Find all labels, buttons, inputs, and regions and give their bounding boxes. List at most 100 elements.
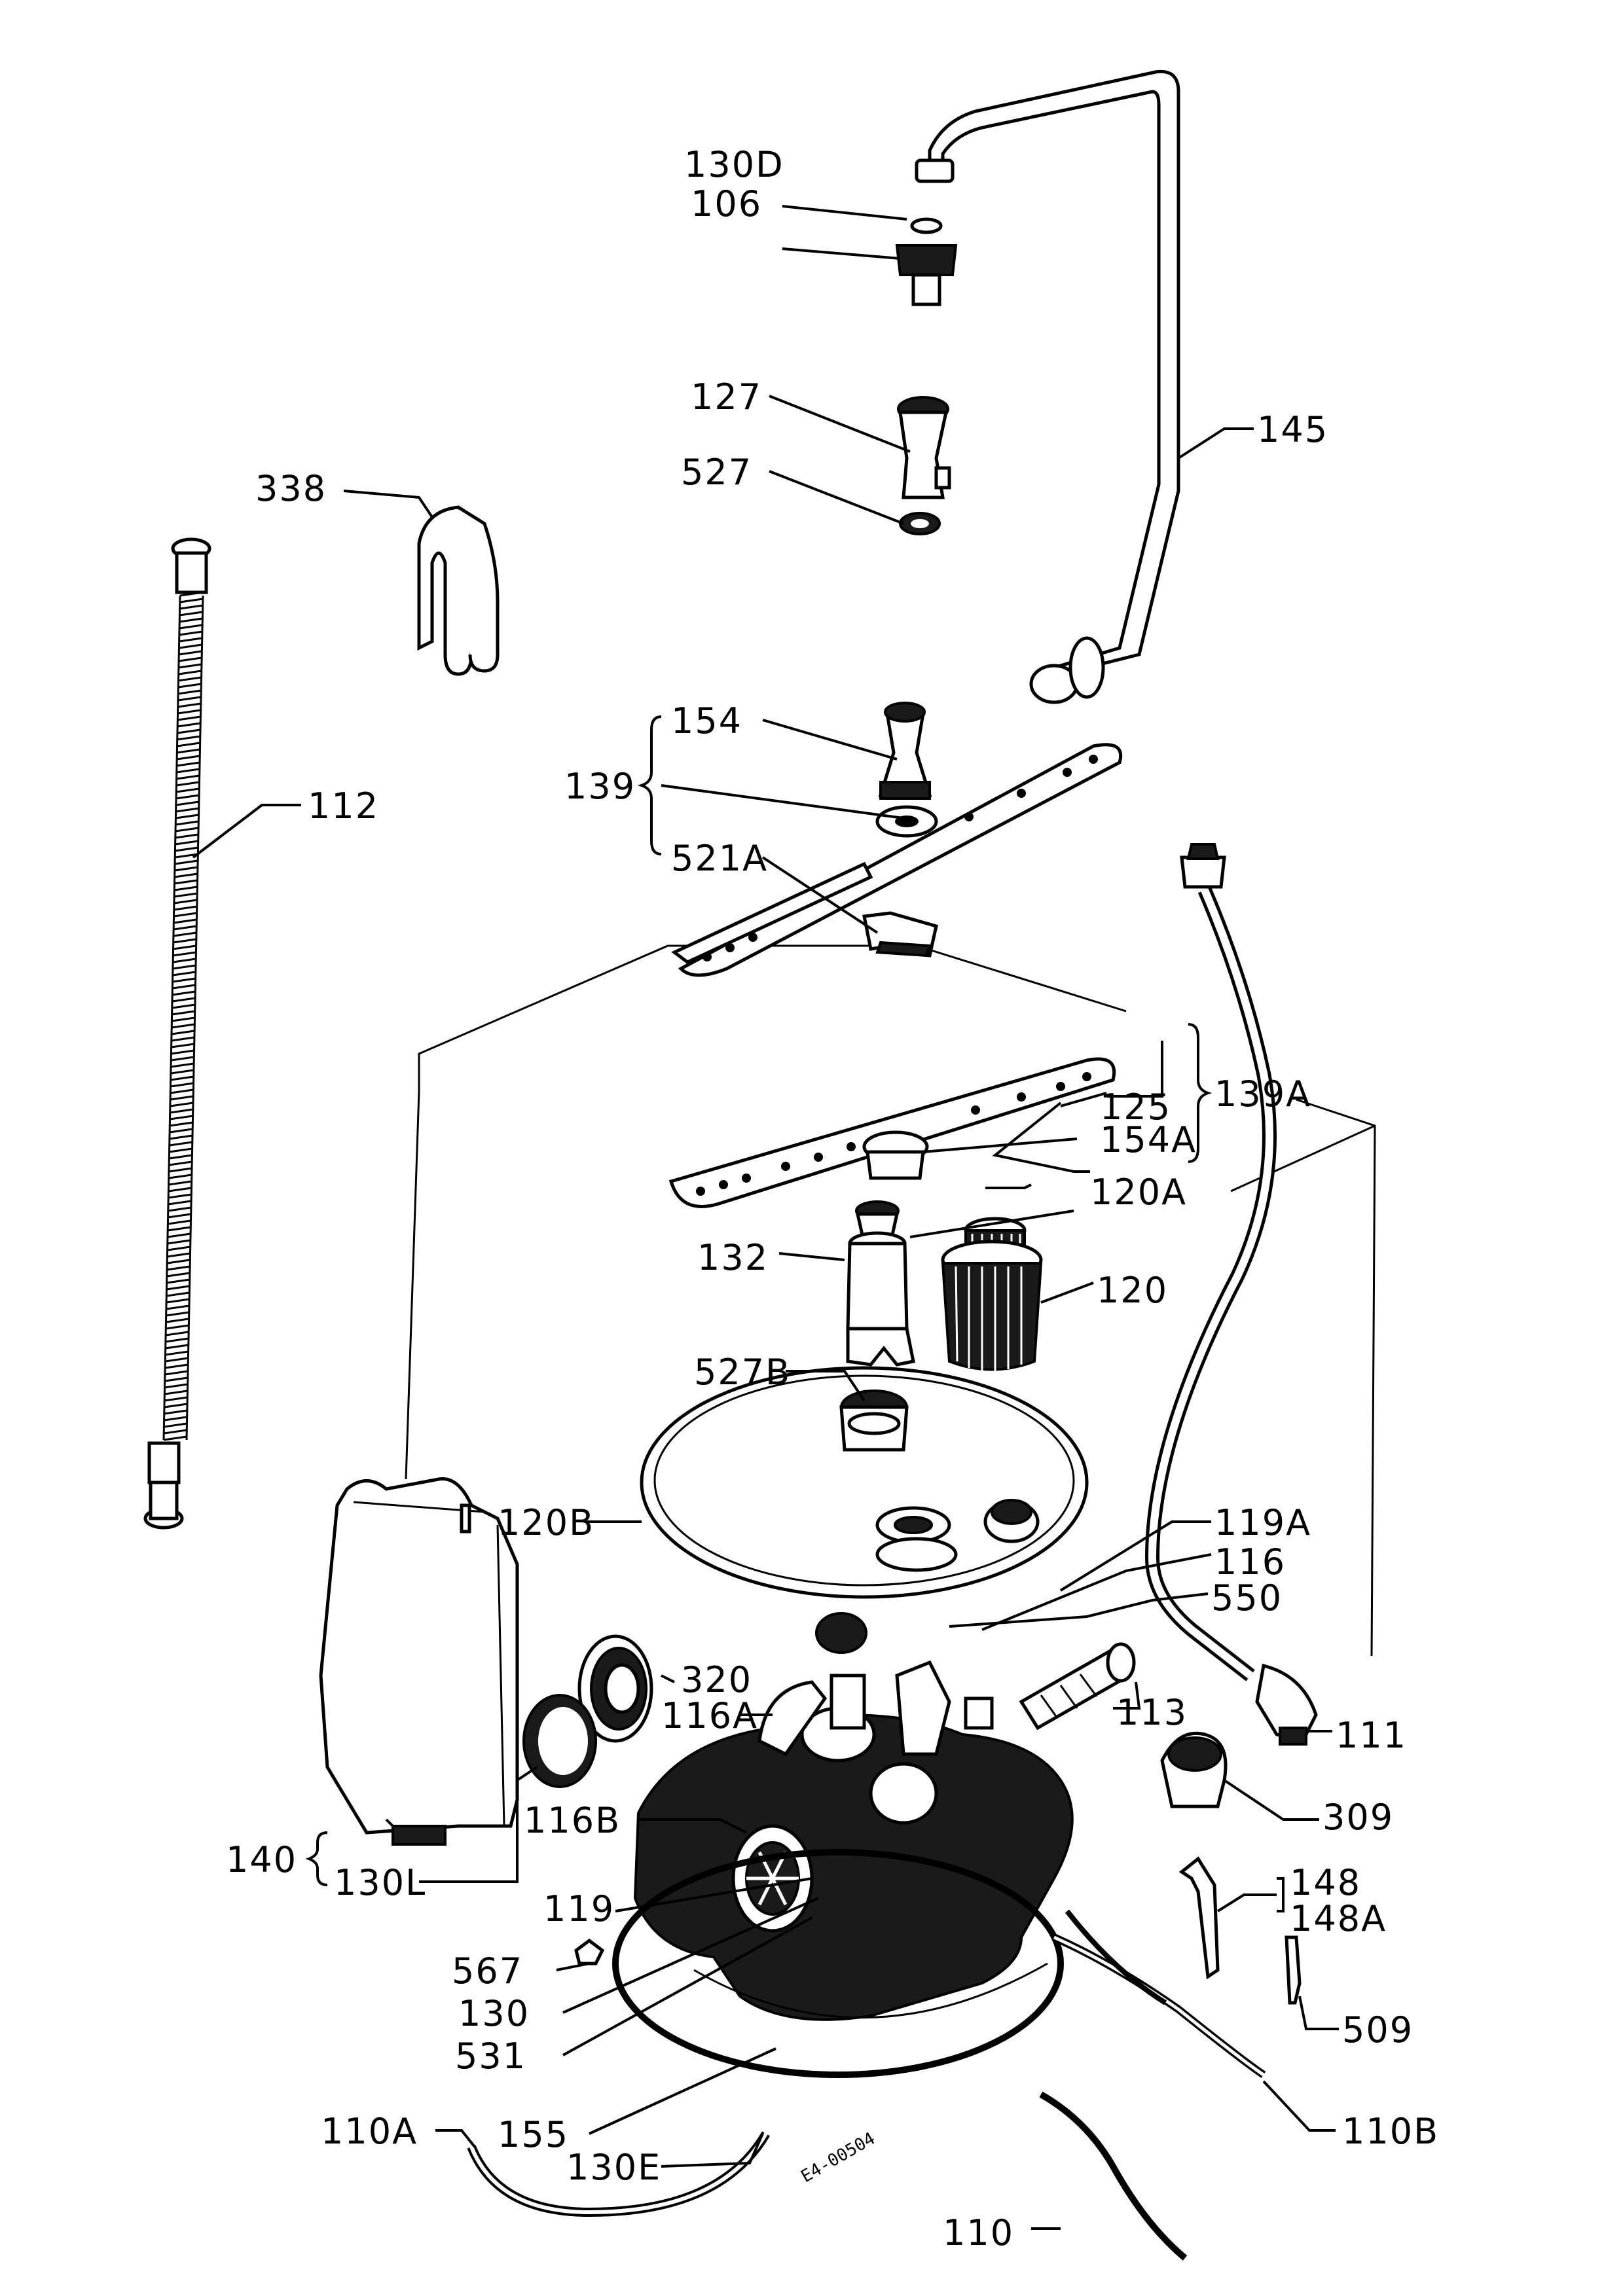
callout-110: 110 [943, 2212, 1014, 2253]
callout-140: 140 [226, 1839, 297, 1880]
callout-116B: 116B [524, 1800, 621, 1841]
hose-coil-stripe [177, 696, 202, 702]
callout-132: 132 [697, 1237, 769, 1278]
hose-coil-stripe [179, 650, 202, 656]
disc-320 [577, 1634, 653, 1743]
hose-coil-stripe [179, 624, 203, 630]
hose-coil-stripe [173, 892, 198, 898]
hose-coil-stripe [168, 1160, 192, 1166]
filter-120 [941, 1240, 1043, 1371]
callout-113: 113 [1116, 1692, 1188, 1733]
hose-coil-stripe [176, 781, 200, 787]
hose-coil-stripe [168, 1213, 191, 1219]
callout-116: 116 [1214, 1541, 1286, 1583]
hose-coil-stripe [168, 1200, 192, 1206]
callout-110B: 110B [1342, 2111, 1439, 2152]
hose-coil-stripe [165, 1350, 189, 1356]
hose-coil-stripe [175, 833, 199, 839]
hose-coil-stripe [167, 1239, 191, 1245]
hose-coil-stripe [178, 670, 202, 675]
callout-139: 139 [564, 766, 636, 807]
callout-130: 130 [458, 1993, 530, 2034]
hose-coil-stripe [166, 1265, 191, 1271]
hose-coil-stripe [174, 879, 198, 885]
hose-110 [1039, 2091, 1188, 2261]
part-567 [574, 1938, 605, 1965]
hose-coil-stripe [167, 1252, 191, 1258]
hose-coil-stripe [164, 1422, 187, 1428]
hose-coil-stripe [167, 1259, 191, 1265]
hose-coil-stripe [166, 1311, 189, 1317]
hose-coil-stripe [177, 742, 200, 747]
hose-coil-stripe [166, 1285, 190, 1291]
callout-127: 127 [691, 376, 762, 418]
group-braces [305, 715, 1285, 1912]
callout-527B: 527B [694, 1352, 791, 1393]
hose-coil-stripe [170, 1102, 194, 1107]
hose-coil-stripe [166, 1304, 190, 1310]
pump-assembly [633, 1612, 1074, 2021]
hose-coil-stripe [172, 997, 196, 1003]
hose-coil-stripe [177, 735, 200, 741]
callout-509: 509 [1342, 2009, 1413, 2051]
hose-coil-stripe [166, 1298, 190, 1304]
hose-coil-stripe [169, 1154, 192, 1160]
hose-coil-stripe [179, 630, 203, 636]
callout-110A: 110A [321, 2111, 418, 2152]
hose-coil-stripe [177, 702, 201, 708]
clip-148 [1178, 1856, 1220, 1980]
callout-527: 527 [681, 452, 752, 493]
hose-coil-stripe [171, 1030, 195, 1035]
hose-coil-stripe [178, 676, 202, 682]
hose-coil-stripe [170, 1115, 193, 1121]
hose-coil-stripe [176, 755, 200, 761]
callout-120B: 120B [498, 1502, 594, 1543]
hose-coil-stripe [168, 1193, 192, 1199]
hose-coil-stripe [179, 598, 204, 603]
hose-coil-stripe [173, 938, 196, 944]
hose-coil-stripe [170, 1075, 194, 1081]
hose-coil-stripe [179, 637, 202, 643]
hose-coil-stripe [172, 1003, 196, 1009]
hose-coil-stripe [163, 1429, 187, 1435]
hose-coil-stripe [175, 787, 200, 793]
hose-coil-stripe [172, 1010, 195, 1016]
hose-coil-stripe [172, 977, 196, 983]
hose-coil-stripe [168, 1180, 192, 1186]
callout-130E: 130E [566, 2147, 661, 2188]
hose-coil-stripe [164, 1396, 188, 1402]
callout-309: 309 [1322, 1797, 1394, 1838]
hose-coil-stripe [170, 1069, 194, 1075]
hose-coil-stripe [175, 807, 199, 813]
hose-110A [467, 2131, 771, 2217]
upper-spray-pipe [915, 69, 1180, 704]
hose-coil-stripe [165, 1357, 189, 1363]
hose-coil-stripe [164, 1383, 188, 1389]
hose-coil-stripe [167, 1226, 191, 1232]
hose-110B [1052, 1909, 1266, 2078]
hose-coil-stripe [179, 591, 204, 597]
hose-coil-stripe [178, 683, 202, 689]
hose-coil-stripe [173, 951, 196, 957]
callout-338: 338 [255, 468, 327, 509]
hose-coil-stripe [171, 1056, 194, 1062]
hose-coil-stripe [177, 715, 201, 721]
callout-120A: 120A [1090, 1172, 1187, 1213]
hose-coil-stripe [164, 1409, 187, 1415]
hose-coil-stripe [170, 1088, 194, 1094]
hose-coil-stripe [179, 643, 202, 649]
callout-320: 320 [681, 1659, 752, 1700]
callout-130L: 130L [334, 1862, 426, 1903]
hose-coil-stripe [169, 1134, 193, 1140]
hose-coil-stripe [170, 1095, 194, 1101]
hose-coil-stripe [166, 1324, 189, 1330]
hose-coil-stripe [174, 872, 198, 878]
hose-coil-stripe [175, 794, 200, 800]
hose-coil-stripe [173, 918, 197, 924]
hose-coil-stripe [174, 886, 198, 891]
callout-130D: 130D [684, 144, 784, 185]
gasket-ring [612, 1849, 1064, 2078]
hose-coil-stripe [173, 944, 196, 950]
hose-coil-stripe [166, 1278, 190, 1284]
